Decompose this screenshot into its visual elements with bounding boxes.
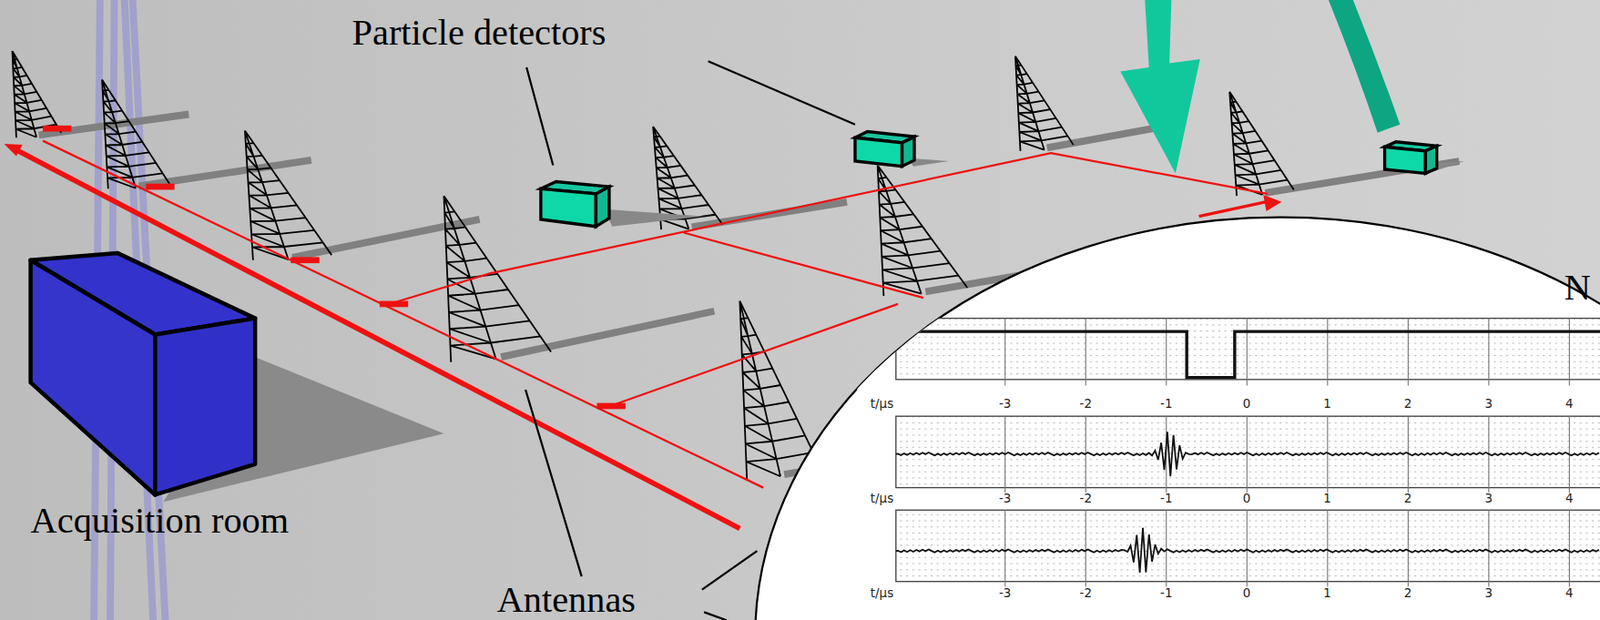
tick-label: -3 [998, 586, 1013, 601]
tick-label: -1 [1159, 397, 1174, 412]
axis-unit: t/μs [869, 492, 896, 507]
tick-label: -1 [1159, 586, 1174, 601]
tick-label: 2 [1403, 492, 1414, 507]
tick-label: 1 [1322, 492, 1333, 507]
title-label: Particle detectors [352, 11, 607, 53]
tick-label: 0 [1242, 586, 1253, 601]
tick-label: 1 [1322, 397, 1333, 412]
particle-detector [1385, 142, 1465, 174]
signal-plot [856, 318, 1600, 620]
node-label: Acquisition room [30, 499, 289, 541]
building-shape [20, 244, 459, 510]
acquisition-room: Acquisition room [20, 244, 378, 545]
particle-detector [855, 132, 949, 167]
tick-label: 4 [1564, 397, 1575, 412]
tick-label: -3 [998, 492, 1013, 507]
axis-unit: t/μs [869, 397, 896, 412]
cosmic-ray-arrow [1328, 0, 1400, 133]
tick-label: -2 [1078, 586, 1093, 601]
compass-label: N [1564, 267, 1591, 309]
tick-label: -2 [1078, 492, 1093, 507]
tick-label: 3 [1483, 586, 1494, 601]
title-label: Antennas [497, 579, 636, 620]
tick-label: 3 [1483, 492, 1494, 507]
inset-ellipse [754, 217, 1600, 620]
tick-label: 2 [1403, 397, 1414, 412]
tick-label: 4 [1564, 586, 1575, 601]
tick-label: -1 [1159, 492, 1174, 507]
axis-unit: t/μs [869, 586, 896, 601]
tick-label: -2 [1078, 397, 1093, 412]
tick-label: 0 [1242, 492, 1253, 507]
particle-detector [540, 181, 704, 226]
tick-label: -3 [998, 397, 1013, 412]
tick-label: 3 [1483, 397, 1494, 412]
cosmic-ray-arrow [1120, 0, 1200, 174]
tick-label: 2 [1403, 586, 1414, 601]
tick-label: 4 [1564, 492, 1575, 507]
tick-label: 1 [1322, 586, 1333, 601]
tick-label: 0 [1242, 397, 1253, 412]
